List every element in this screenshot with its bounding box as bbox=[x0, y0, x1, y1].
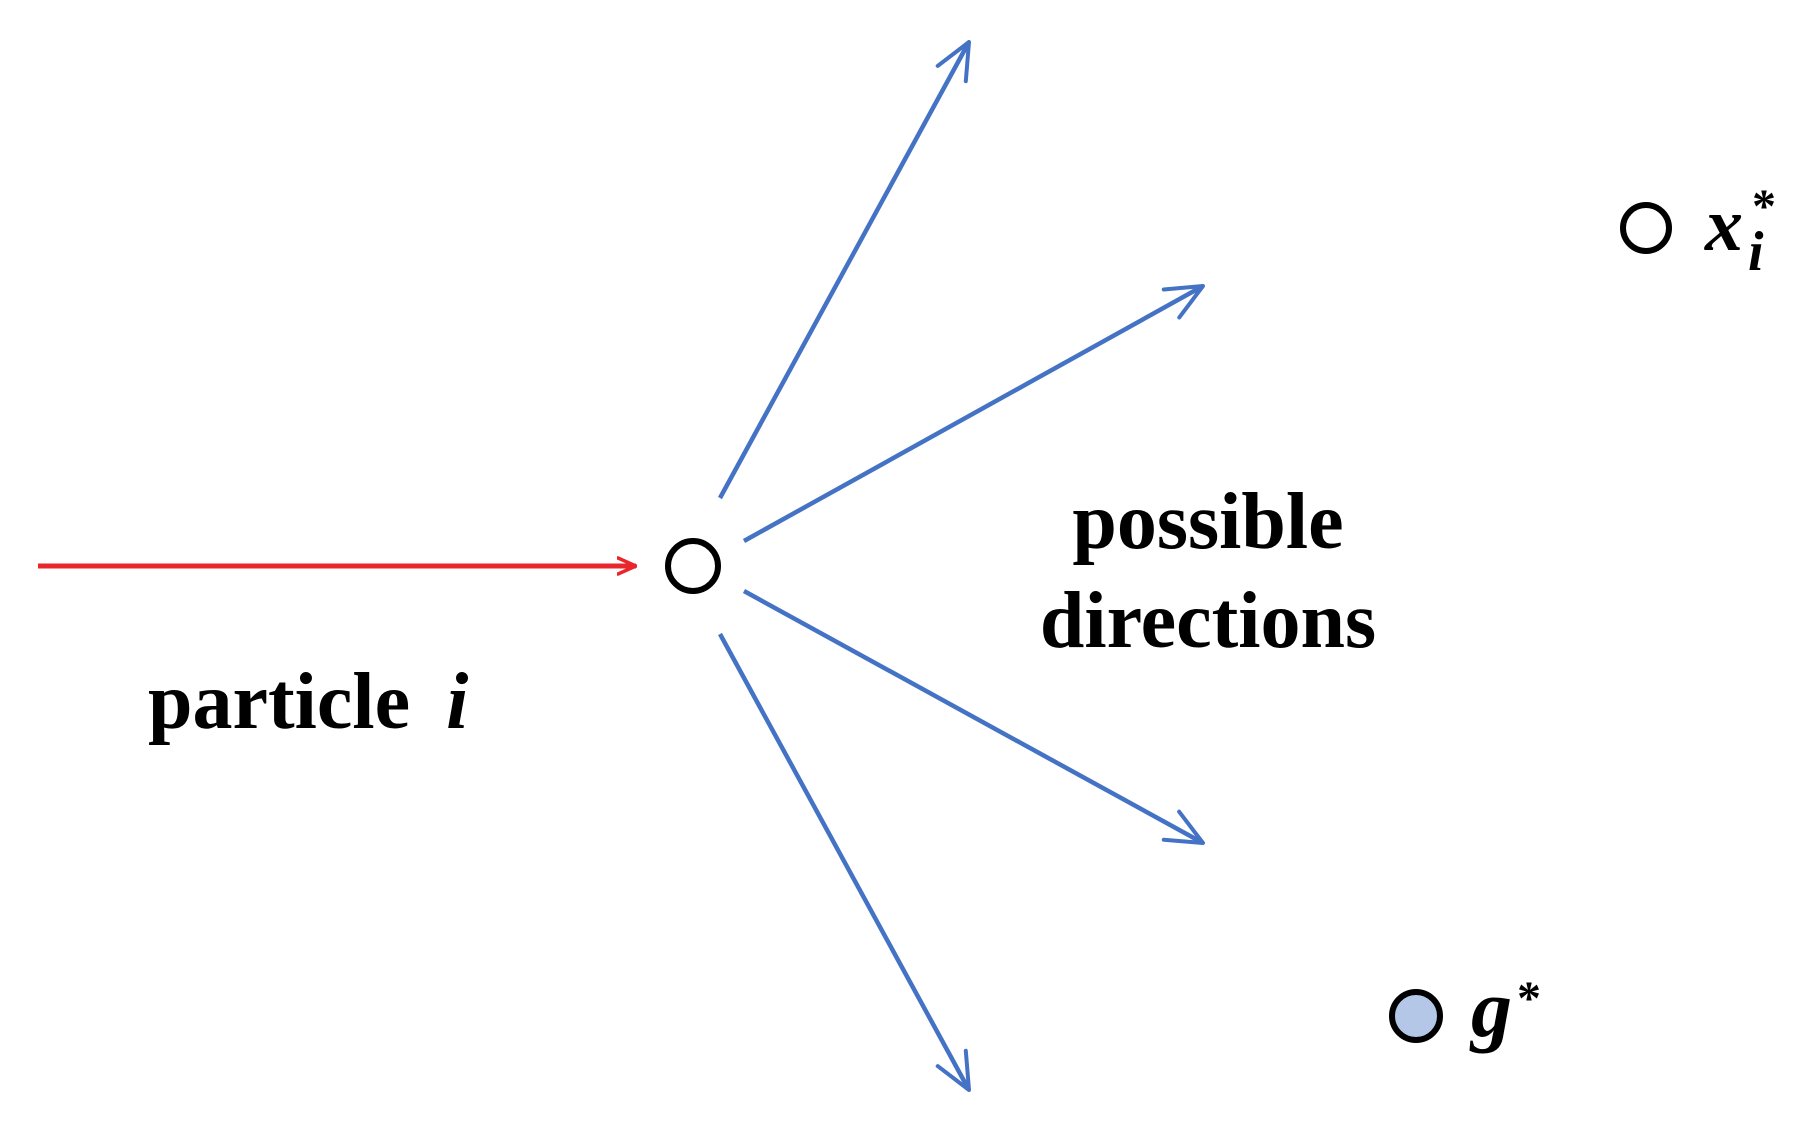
x-star-node bbox=[1620, 202, 1672, 254]
particle-label: particle i bbox=[148, 658, 468, 746]
g-star-node bbox=[1389, 989, 1443, 1043]
direction-arrow-down-shallow bbox=[742, 589, 1205, 845]
particle-node bbox=[665, 538, 721, 594]
possible-label: possible bbox=[1072, 478, 1343, 566]
direction-arrow-up-steep bbox=[718, 40, 971, 500]
direction-arrow-up-shallow bbox=[742, 284, 1205, 543]
g-star-label: g bbox=[1469, 963, 1512, 1054]
x-star-superscript: * bbox=[1752, 180, 1776, 233]
directions-label: directions bbox=[1040, 577, 1376, 665]
g-star-superscript: * bbox=[1517, 972, 1541, 1025]
x-star-subscript: i bbox=[1748, 221, 1764, 283]
direction-arrows bbox=[718, 40, 1205, 1092]
x-star-label: x bbox=[1704, 183, 1743, 267]
direction-arrow-down-steep bbox=[718, 632, 971, 1092]
